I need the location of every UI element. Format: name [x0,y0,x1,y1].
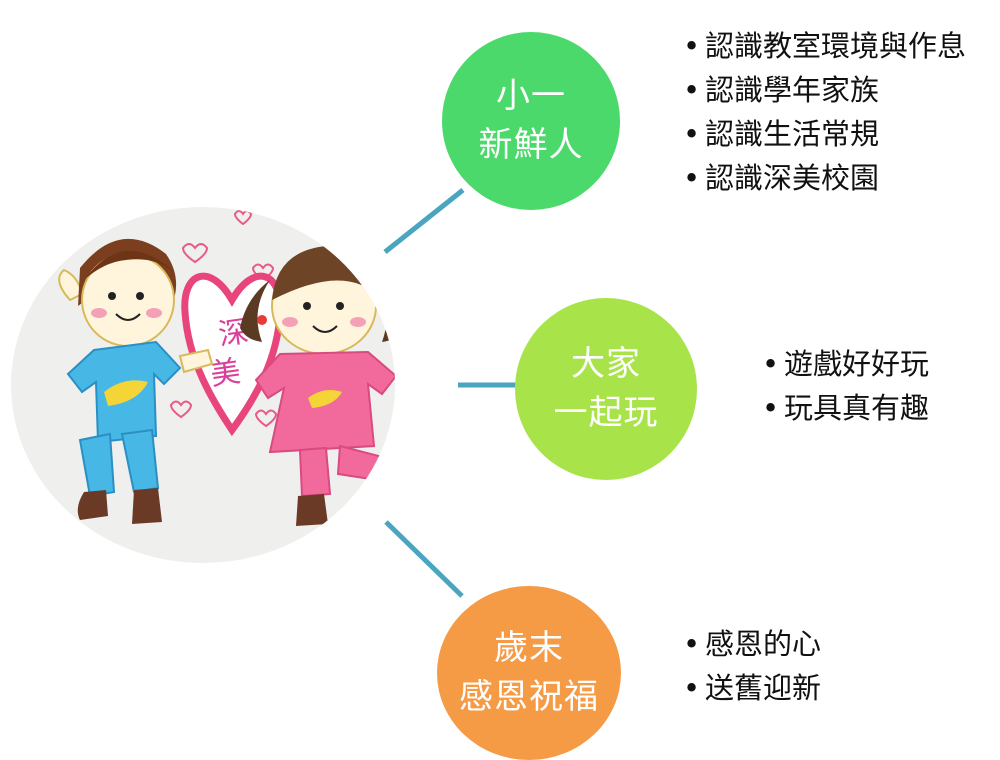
topic-node-line-2: 一起玩 [553,393,659,433]
list-item: 遊戲好好玩 [762,342,929,386]
topic-node-line-2: 新鮮人 [478,125,584,165]
list-item: 感恩的心 [683,622,821,666]
topic-node-year-end-blessing: 歲末 感恩祝福 [437,586,621,760]
topic-node-line-1: 小一 [496,75,566,116]
list-item: 玩具真有趣 [762,386,929,430]
connector-bottom [384,520,464,598]
bullet-list-first-grader: 認識教室環境與作息 認識學年家族 認識生活常規 認識深美校園 [683,24,966,200]
topic-node-line-1: 大家 [571,343,641,384]
topic-node-play-together: 大家 一起玩 [515,298,697,480]
boy-figure [58,238,214,524]
topic-node-line-1: 歲末 [494,627,564,668]
list-item: 認識教室環境與作息 [683,24,966,68]
list-item: 認識學年家族 [683,68,966,112]
list-item: 認識生活常規 [683,112,966,156]
bullet-list-year-end-blessing: 感恩的心 送舊迎新 [683,622,821,710]
topic-node-first-grader: 小一 新鮮人 [442,32,620,210]
bullet-list-play-together: 遊戲好好玩 玩具真有趣 [762,342,929,430]
topic-node-line-2: 感恩祝福 [459,677,599,717]
children-drawing-photo: 深 美 [11,207,395,563]
connector-top [383,188,465,254]
heart-badge-bottom: 美 [208,354,243,393]
list-item: 送舊迎新 [683,666,821,710]
list-item: 認識深美校園 [683,156,966,200]
